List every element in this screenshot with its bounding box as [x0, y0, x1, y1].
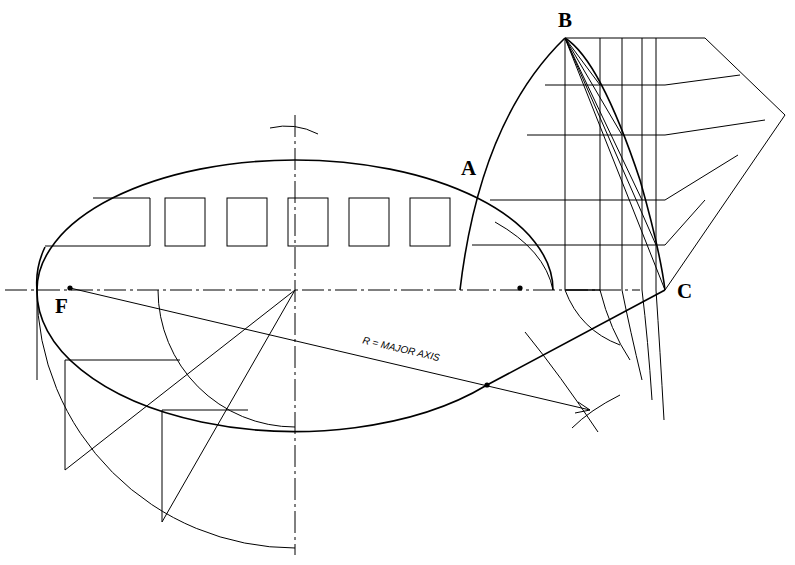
point-letter: A: [461, 158, 476, 179]
point-letter: B: [558, 10, 572, 31]
point-letter: F: [55, 296, 68, 317]
point-letter: C: [677, 281, 692, 302]
